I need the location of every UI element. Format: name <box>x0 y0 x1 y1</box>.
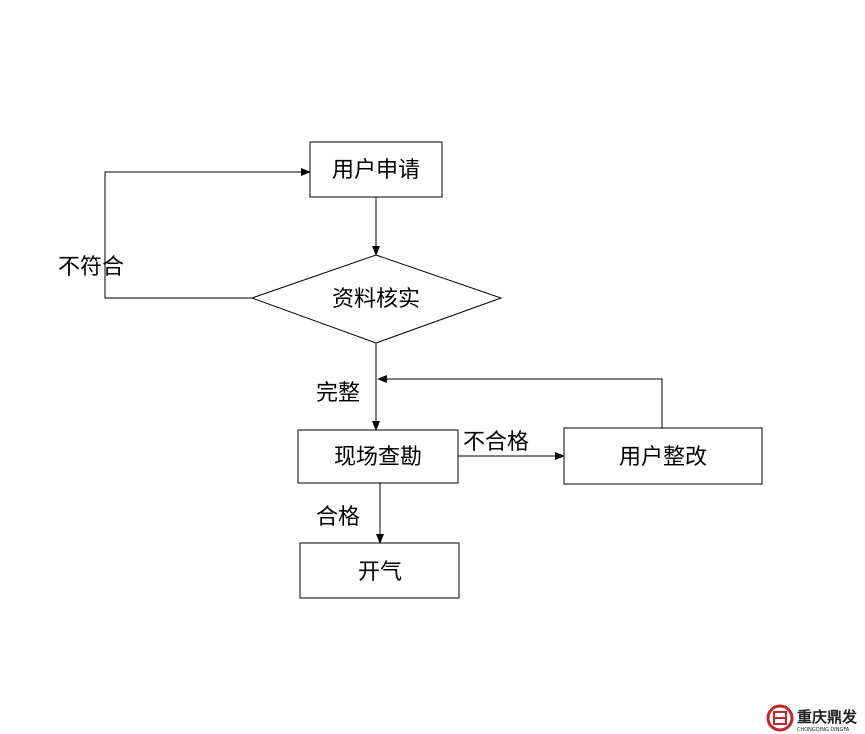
node-rectify: 用户整改 <box>563 427 763 485</box>
edge-label-complete: 完整 <box>316 381 360 406</box>
logo-subtitle: CHONGQING DINGFA <box>797 727 850 733</box>
node-apply-label: 用户申请 <box>332 158 420 183</box>
logo-name: 重庆鼎发 <box>797 708 858 726</box>
node-verify: 资料核实 <box>250 254 503 344</box>
edge-verify-to-apply <box>104 168 311 299</box>
edge-label-qualified: 合格 <box>316 505 360 530</box>
node-open-gas: 开气 <box>299 542 460 599</box>
edge-label-not-conform: 不符合 <box>58 255 124 280</box>
logo-watermark: 重庆鼎发 CHONGQING DINGFA <box>766 704 858 733</box>
node-open-gas-label: 开气 <box>358 560 402 585</box>
edge-label-unqualified: 不合格 <box>463 430 529 455</box>
edge-rectify-to-survey <box>377 375 663 428</box>
node-survey-label: 现场查勘 <box>334 445 422 470</box>
node-apply: 用户申请 <box>309 141 443 198</box>
node-verify-label: 资料核实 <box>332 287 420 312</box>
node-survey: 现场查勘 <box>297 429 459 484</box>
node-rectify-label: 用户整改 <box>619 445 707 470</box>
